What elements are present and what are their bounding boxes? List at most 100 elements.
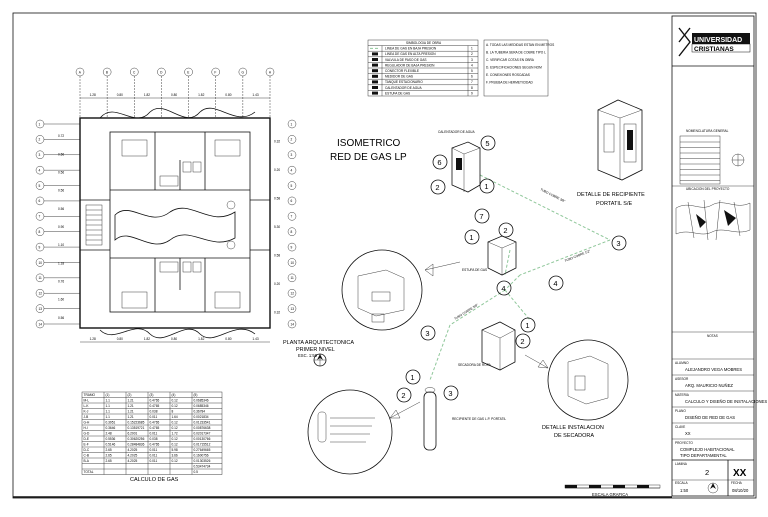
title-row-label: ALUMNO xyxy=(675,361,689,365)
dryer-detail-title-line2: DE SECADORA xyxy=(554,433,594,439)
grid-label-right: 11 xyxy=(291,276,295,280)
callout-number: 2 xyxy=(520,337,524,346)
grid-label-left: 8 xyxy=(39,230,41,234)
plan-scale: ESC. 1:50 xyxy=(298,353,318,358)
callout-bubble xyxy=(498,222,514,238)
calc-cell: D-E xyxy=(84,437,90,441)
callout-bubble xyxy=(515,333,531,349)
sheet-label: LAMINA xyxy=(675,462,688,466)
title-row-value: ARQ. MAURICIO NUÑEZ xyxy=(685,383,733,388)
grid-bubble-right xyxy=(287,273,297,283)
calc-cell: 0.4765 xyxy=(150,404,160,408)
sheet-total: XX xyxy=(733,468,747,479)
dim-top: 0.80 xyxy=(225,93,231,97)
north-arrow-icon xyxy=(313,353,327,367)
callout-bubble xyxy=(548,275,564,291)
legend-note: D. ESPECIFICACIONES SEGUN NOM xyxy=(486,66,542,70)
dim-top: 1.82 xyxy=(198,93,204,97)
callout-bubble xyxy=(396,387,412,403)
grid-bubble-right xyxy=(287,289,297,298)
callout-bubble xyxy=(520,317,536,333)
legend-symbol xyxy=(372,58,378,61)
grid-label-left: 7 xyxy=(39,215,41,219)
calc-cell: 4.2025 xyxy=(128,448,138,452)
calc-cell: 0.28484836 xyxy=(128,443,145,447)
calc-cell: 0.3646 xyxy=(106,426,116,430)
calc-cell: 1.64 xyxy=(172,415,178,419)
calc-cell: 1.1 xyxy=(106,404,111,408)
callout-bubble xyxy=(430,179,446,195)
calc-cell: 0.13519721 xyxy=(128,426,145,430)
plan-title-line2: PRIMER NIVEL xyxy=(296,347,335,353)
calc-header: (3) xyxy=(150,393,154,397)
calc-cell: C-B xyxy=(84,454,90,458)
grid-label-top: A xyxy=(79,71,82,75)
legend-row-label: CALENTADOR DE AGUA xyxy=(385,86,422,90)
calc-cell: G-D xyxy=(84,432,91,436)
grid-label-left: 4 xyxy=(39,168,41,172)
calc-cell: 1.21 xyxy=(128,404,134,408)
calc-cell: 0.15223685 xyxy=(128,421,145,425)
calc-cell: 0.011 xyxy=(150,432,158,436)
calc-cell: L-K xyxy=(84,404,90,408)
grid-bubble-right xyxy=(287,196,297,206)
project-label: PROYECTO xyxy=(675,441,693,445)
legend-note: C. VERIFICAR COTAS EN OBRA xyxy=(486,58,535,62)
callout-number: 7 xyxy=(479,212,483,221)
calc-cell: 0.4765 xyxy=(150,421,160,425)
dim-bottom: 1.28 xyxy=(90,337,96,341)
detail-arrow-stove xyxy=(424,261,461,277)
title-row-label: CLAVE xyxy=(675,425,685,429)
calc-cell: 8 xyxy=(172,410,174,414)
grid-label-top: C xyxy=(133,71,136,75)
callout-bubble xyxy=(474,208,490,224)
dim-bottom: 0.80 xyxy=(117,337,123,341)
water-heater-symbol xyxy=(451,141,481,193)
legend-row-label: LINEA DE GAS EN ALTA PRESION xyxy=(385,52,436,56)
dryer-detail-title-line1: DETALLE INSTALACION xyxy=(542,425,604,431)
callout-number: 6 xyxy=(437,158,441,167)
location-map xyxy=(675,199,751,241)
pipe-label-2: TUBO COBRE 1/2" xyxy=(564,249,591,263)
grid-bubble-right xyxy=(287,242,297,252)
grid-label-left: 5 xyxy=(39,184,41,188)
legend-row-num: 5 xyxy=(471,69,473,73)
plan-core xyxy=(109,131,251,313)
calc-cell: 5.98 xyxy=(172,448,178,452)
dim-right: 0.58 xyxy=(274,196,280,200)
callout-number: 4 xyxy=(501,284,505,293)
calc-cell: 0.36784 xyxy=(194,410,206,414)
fixtures xyxy=(85,139,241,309)
grid-label-left: 9 xyxy=(39,245,41,249)
calc-cell: 1.21 xyxy=(128,399,134,403)
callout-number: 2 xyxy=(503,226,507,235)
calc-header: (4) xyxy=(172,393,176,397)
calc-cell: 0.00130766 xyxy=(194,437,211,441)
legend-row-label: CONECTOR FLEXIBLE xyxy=(385,69,419,73)
legend-row-num: 2 xyxy=(471,52,473,56)
scale-label: ESCALA xyxy=(675,481,688,485)
cylinder-callout: RECIPIENTE DE GAS L.P. PORTATIL xyxy=(452,417,506,421)
plan-title-line1: PLANTA ARQUITECTONICA xyxy=(283,340,354,346)
legend-row-label: VALVULA DE PASO DE GAS xyxy=(385,58,426,62)
legend-row-label: TANQUE ESTACIONARIO xyxy=(385,80,423,84)
recipient-detail-drawing xyxy=(597,99,643,181)
calc-cell: 1.21 xyxy=(128,415,134,419)
project-line1: COMPLEJO HABITACIONAL xyxy=(680,447,735,452)
callout-number: 2 xyxy=(401,391,405,400)
grid-label-right: 6 xyxy=(291,199,293,203)
scale-bar-label: ESCALA GRAFICA xyxy=(592,492,628,497)
calc-cell: 0.53474734 xyxy=(194,465,211,469)
recipient-detail-title-line2: PORTATIL S/E xyxy=(596,201,632,207)
calc-cell: 0.038 xyxy=(150,410,158,414)
grid-bubble-right xyxy=(287,150,297,159)
grid-label-left: 12 xyxy=(39,292,43,296)
callout-number: 3 xyxy=(616,239,620,248)
legend-row-num: 6 xyxy=(471,75,473,79)
grid-label-left: 14 xyxy=(39,322,43,326)
